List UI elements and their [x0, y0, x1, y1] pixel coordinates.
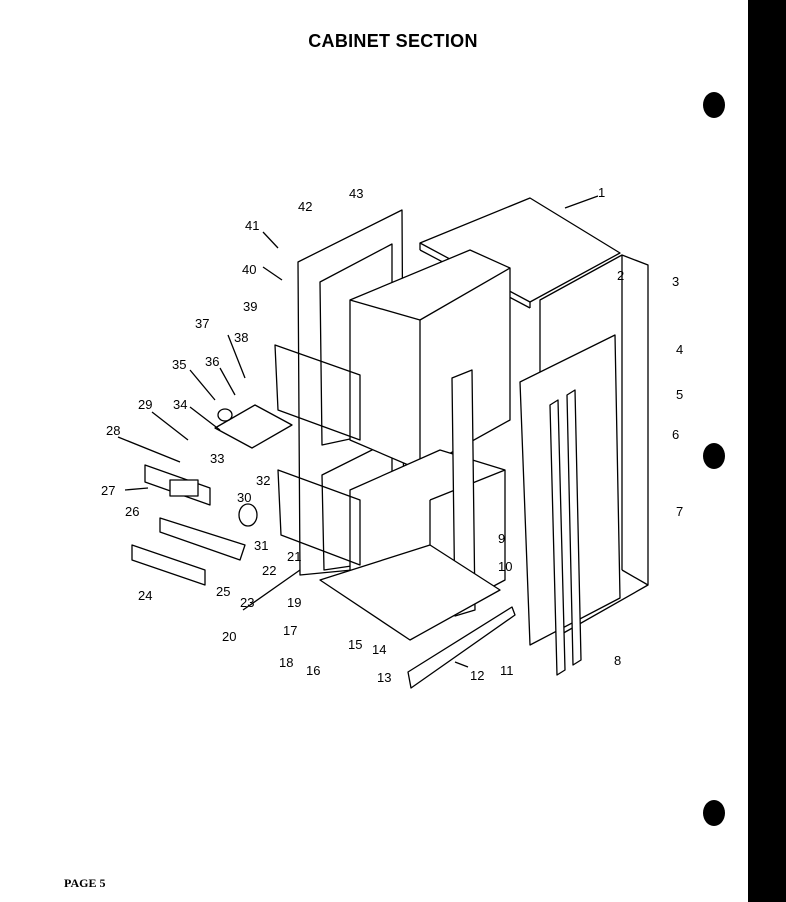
binder-hole-top	[703, 92, 725, 118]
leader-line	[454, 661, 469, 668]
vent-plate	[214, 404, 293, 449]
callout-label-37: 37	[195, 316, 210, 331]
leader-line	[124, 487, 149, 491]
callout-label-16: 16	[306, 663, 321, 678]
control-panel-bezel	[131, 544, 206, 586]
callout-label-42: 42	[298, 199, 313, 214]
scan-edge-shadow	[748, 0, 786, 902]
callout-label-23: 23	[240, 595, 255, 610]
callout-label-39: 39	[243, 299, 258, 314]
callout-label-6: 6	[672, 427, 680, 442]
callout-label-24: 24	[138, 588, 153, 603]
door-gasket-lower	[277, 469, 361, 566]
callout-label-13: 13	[377, 670, 392, 685]
liner-edge	[419, 267, 511, 321]
leader-line	[564, 195, 599, 209]
page-number: PAGE 5	[64, 876, 106, 890]
leader-line	[227, 334, 246, 379]
side-trim-strip	[549, 399, 566, 676]
callout-label-38: 38	[234, 330, 249, 345]
callout-label-19: 19	[287, 595, 302, 610]
light-bulb	[217, 408, 233, 422]
callout-label-34: 34	[173, 397, 188, 412]
kick-plate	[407, 606, 516, 689]
callout-label-21: 21	[287, 549, 302, 564]
leader-line	[242, 569, 301, 611]
callout-label-15: 15	[348, 637, 363, 652]
callout-label-25: 25	[216, 584, 231, 599]
timer-knob	[238, 503, 258, 527]
base-pan	[319, 544, 501, 641]
leader-line	[262, 266, 283, 281]
callout-label-35: 35	[172, 357, 187, 372]
callout-label-20: 20	[222, 629, 237, 644]
callout-label-40: 40	[242, 262, 257, 277]
callout-label-2: 2	[617, 268, 625, 283]
callout-label-10: 10	[498, 559, 513, 574]
callout-label-36: 36	[205, 354, 220, 369]
switch-block	[169, 479, 199, 497]
control-bracket	[159, 517, 246, 561]
callout-label-22: 22	[262, 563, 277, 578]
side-trim-strip-2	[566, 389, 582, 666]
callout-label-18: 18	[279, 655, 294, 670]
center-channel	[451, 369, 476, 617]
callout-label-43: 43	[349, 186, 364, 201]
callout-label-30: 30	[237, 490, 252, 505]
callout-label-32: 32	[256, 473, 271, 488]
leader-line	[151, 411, 189, 441]
callout-label-26: 26	[125, 504, 140, 519]
callout-label-1: 1	[598, 185, 606, 200]
callout-label-5: 5	[676, 387, 684, 402]
leader-line	[117, 436, 181, 463]
liner-edge	[349, 299, 421, 321]
callout-label-12: 12	[470, 668, 485, 683]
page-title: CABINET SECTION	[308, 31, 478, 51]
leader-line	[189, 406, 221, 431]
callout-label-29: 29	[138, 397, 153, 412]
binder-hole-middle	[703, 443, 725, 469]
leader-line	[189, 369, 216, 401]
callout-label-17: 17	[283, 623, 298, 638]
callout-label-33: 33	[210, 451, 225, 466]
leader-line	[219, 367, 236, 396]
callout-label-41: 41	[245, 218, 260, 233]
callout-label-8: 8	[614, 653, 622, 668]
callout-label-4: 4	[676, 342, 684, 357]
callout-label-14: 14	[372, 642, 387, 657]
callout-label-11: 11	[500, 663, 514, 678]
back-panel-edge	[621, 569, 649, 586]
leader-line	[262, 231, 279, 249]
callout-label-3: 3	[672, 274, 680, 289]
binder-hole-bottom	[703, 800, 725, 826]
door-gasket-upper	[274, 344, 361, 441]
callout-label-31: 31	[254, 538, 269, 553]
callout-label-28: 28	[106, 423, 121, 438]
callout-label-9: 9	[498, 531, 506, 546]
callout-label-27: 27	[101, 483, 116, 498]
callout-label-7: 7	[676, 504, 684, 519]
